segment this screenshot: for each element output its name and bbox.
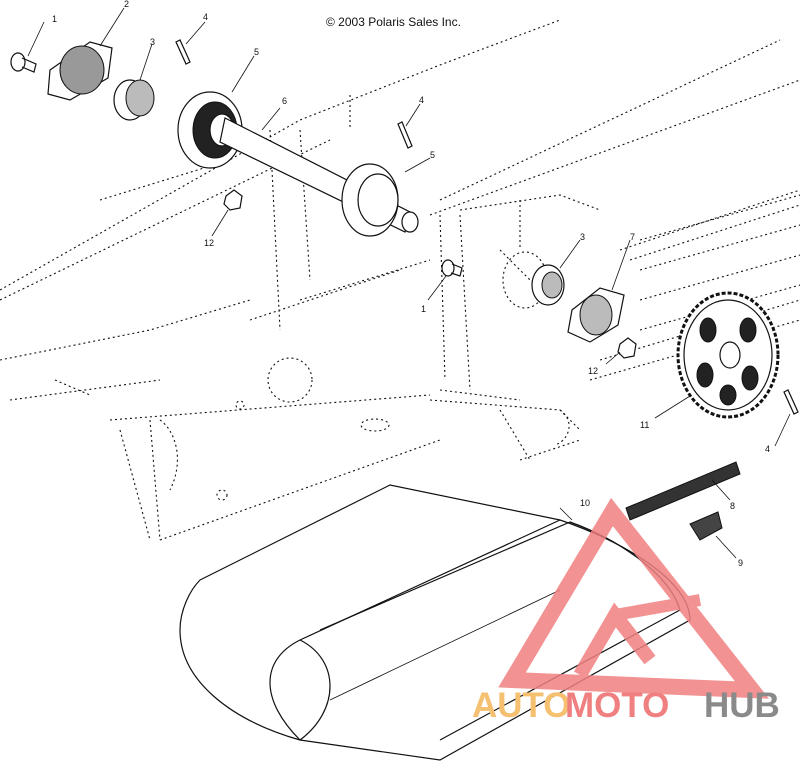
flange-part-2-left (47, 7, 125, 101)
callout-10: 10 (580, 498, 590, 508)
callout-9: 9 (738, 558, 743, 568)
master-link-part-9 (689, 511, 737, 559)
watermark-logo (498, 497, 770, 699)
chain-part-8 (625, 455, 741, 521)
callout-8: 8 (730, 501, 735, 511)
callout-7: 7 (630, 232, 635, 242)
callout-5: 5 (254, 47, 259, 57)
flange-part-7-right (567, 239, 631, 343)
drive-sprocket-part-5-right (341, 157, 431, 237)
bearing-part-3-right (502, 239, 581, 309)
bolt-part-1-left (10, 21, 45, 73)
tunnel-frame (0, 19, 800, 541)
bearing-part-3-left (113, 43, 155, 121)
pin-part-4-middle (397, 103, 421, 149)
callout-1: 1 (421, 304, 426, 314)
nut-part-12-left (211, 189, 243, 237)
callout-1: 1 (52, 14, 57, 24)
copyright-text: © 2003 Polaris Sales Inc. (326, 15, 461, 29)
callout-4: 4 (203, 12, 208, 22)
watermark-word-moto: MOTO (565, 686, 669, 725)
callout-12: 12 (204, 238, 214, 248)
callout-2: 2 (124, 0, 129, 9)
callout-labels: 1 2 3 4 5 6 4 5 12 3 7 1 12 11 4 8 10 9 (52, 0, 770, 568)
callout-4: 4 (419, 95, 424, 105)
watermark-word-auto: AUTO (472, 686, 571, 725)
callout-11: 11 (640, 420, 649, 430)
bolt-part-1-right (427, 259, 463, 301)
watermark-text: AUTO MOTO HUB (472, 686, 780, 725)
watermark-word-hub: HUB (704, 686, 780, 725)
callout-4: 4 (765, 444, 770, 454)
pin-part-4-right (774, 389, 799, 447)
callout-3: 3 (580, 232, 585, 242)
pin-part-4-top (175, 21, 206, 65)
sprocket-part-11 (654, 291, 780, 419)
callout-6: 6 (282, 96, 287, 106)
callout-5: 5 (430, 150, 435, 160)
callout-3: 3 (150, 37, 155, 47)
callout-12: 12 (588, 366, 598, 376)
nut-part-12-right (605, 337, 637, 365)
